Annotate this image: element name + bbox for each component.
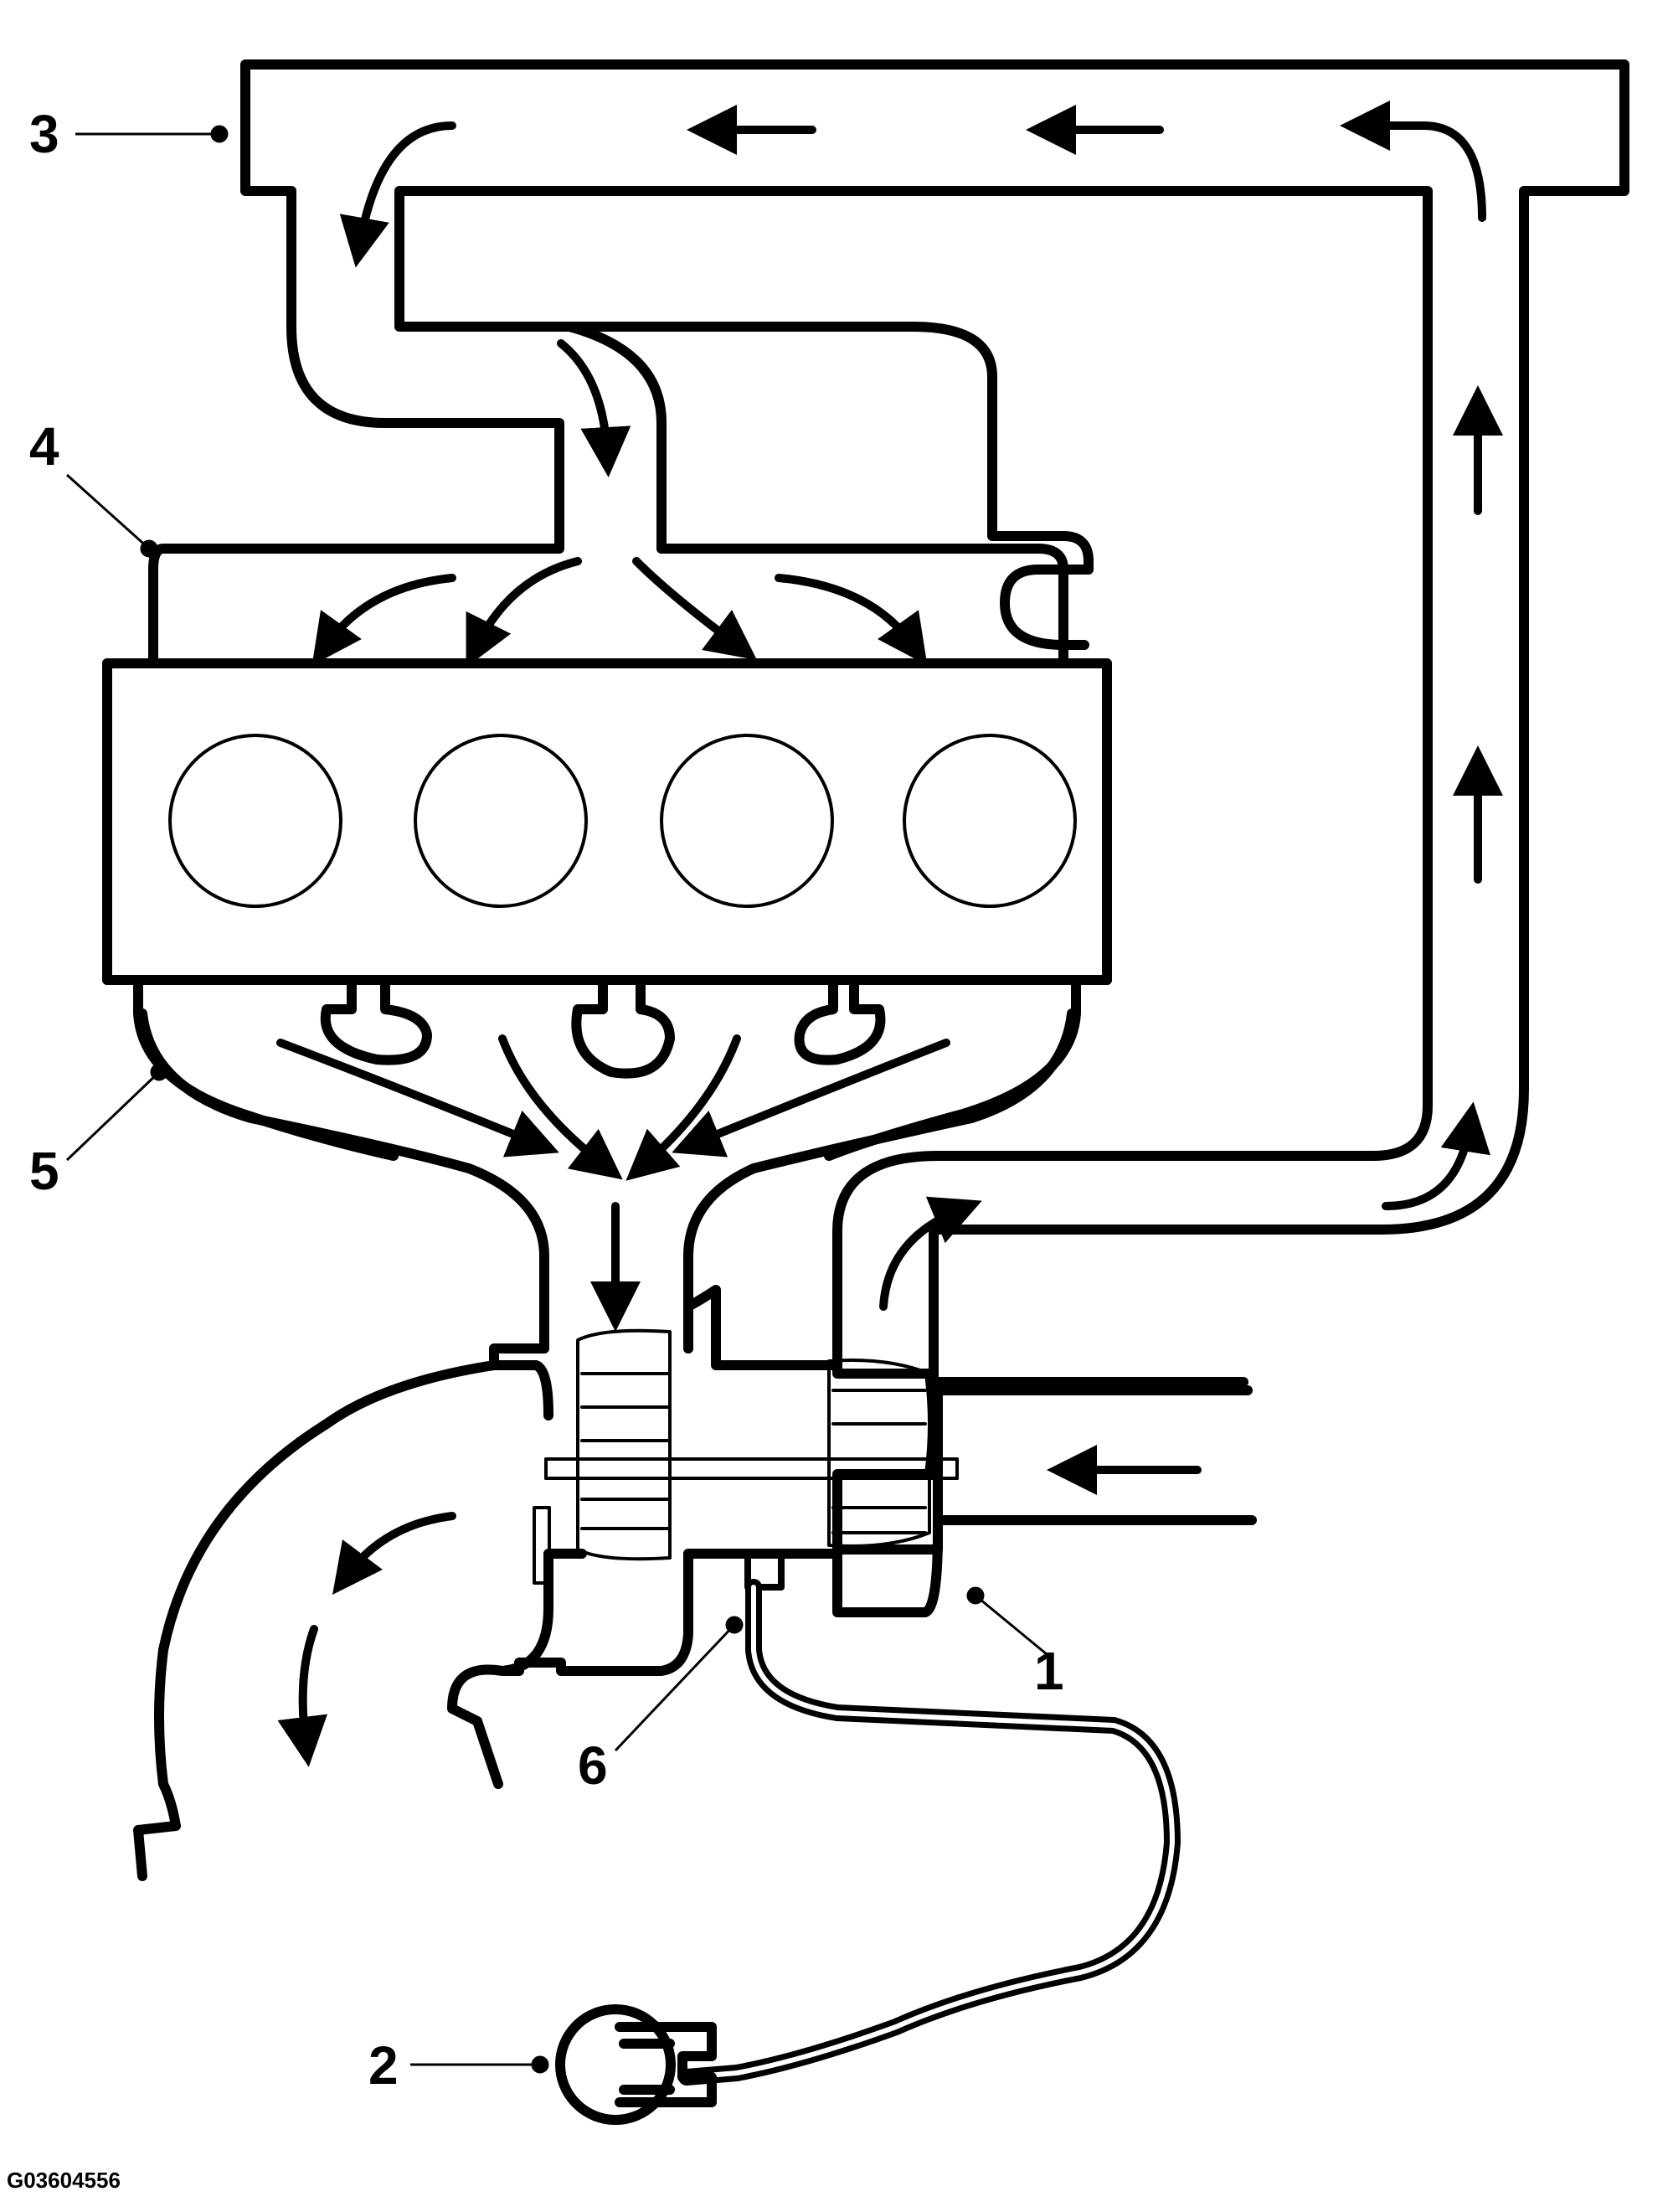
flow-arrow — [277, 1625, 328, 1767]
cylinder-2 — [414, 734, 588, 908]
exhaust-ports — [320, 975, 886, 1079]
flow-arrow — [672, 1039, 950, 1158]
cylinder-3 — [660, 734, 834, 908]
figure-id: G03604556 — [7, 2168, 121, 2193]
sensor-cable — [678, 1550, 1181, 2086]
flow-arrow — [339, 121, 456, 268]
pressure-sensor — [555, 2004, 717, 2125]
flow-arrow — [775, 574, 928, 666]
flow-arrow — [879, 1196, 982, 1311]
callout-label-2: 2 — [368, 2035, 399, 2096]
leader-lines — [65, 125, 1048, 2074]
callout-label-6: 6 — [578, 1735, 608, 1796]
flow-arrow — [1382, 1101, 1490, 1210]
cylinder-1 — [168, 734, 342, 908]
exhaust-manifold — [137, 1008, 1077, 1353]
flow-arrow — [332, 1512, 456, 1595]
callout-label-4: 4 — [29, 416, 59, 477]
cylinders — [168, 734, 1077, 908]
flow-arrow — [557, 339, 631, 477]
flow-arrow — [466, 557, 582, 668]
cylinder-block — [102, 658, 1112, 985]
flow-arrow — [1340, 101, 1486, 222]
callout-label-3: 3 — [29, 104, 59, 164]
flow-arrow — [311, 574, 456, 666]
intake-charge-pipe — [102, 59, 1629, 1387]
flow-arrows — [276, 101, 1503, 1767]
cylinder-4 — [903, 734, 1077, 908]
flow-arrow — [625, 1034, 741, 1181]
turbo-wheels — [533, 1328, 959, 1585]
flow-arrow — [276, 1039, 559, 1158]
callout-label-5: 5 — [29, 1141, 59, 1201]
flow-arrow — [632, 557, 757, 661]
flow-arrow — [498, 1034, 623, 1180]
callout-label-1: 1 — [1034, 1641, 1064, 1701]
